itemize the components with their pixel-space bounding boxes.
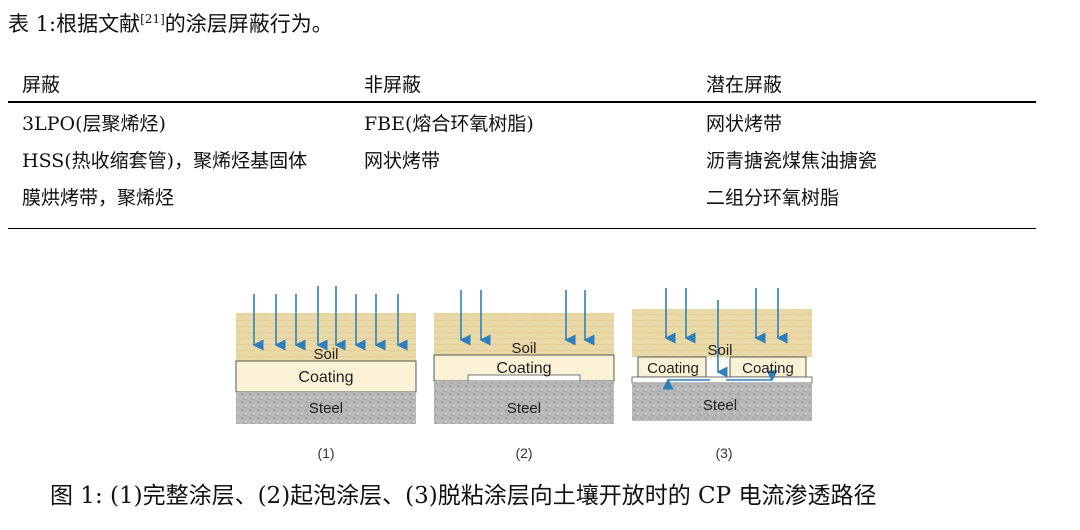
- table-row: 膜烘烤带，聚烯烃 二组分环氧树脂: [8, 183, 1036, 220]
- table-row: HSS(热收缩套管)，聚烯烃基固体 网状烤带 沥青搪瓷煤焦油搪瓷: [8, 146, 1036, 183]
- steel-label: Steel: [703, 397, 737, 414]
- table-cell: 3LPO(层聚烯烃): [22, 113, 166, 135]
- steel-layer: [434, 381, 614, 424]
- table-cell: FBE(熔合环氧树脂): [364, 113, 534, 135]
- coating-layer: [235, 360, 417, 393]
- table-cell: 二组分环氧树脂: [706, 187, 840, 209]
- panel-2-blistered-coating: Soil Coating Steel (2): [433, 290, 615, 461]
- coating-label: Coating: [496, 360, 551, 377]
- current-arrows: [662, 288, 788, 390]
- panel-label: (1): [317, 445, 334, 461]
- current-arrows: [252, 286, 408, 351]
- table-row: 3LPO(层聚烯烃) FBE(熔合环氧树脂) 网状烤带: [8, 109, 1036, 146]
- soil-label: Soil: [707, 342, 732, 359]
- table-cell: HSS(热收缩套管)，聚烯烃基固体: [22, 150, 308, 172]
- coating-label: Coating: [298, 369, 353, 386]
- soil-layer: [434, 313, 614, 355]
- table-cell: 沥青搪瓷煤焦油搪瓷: [706, 150, 878, 172]
- table-caption: 表 1:根据文献[21]的涂层屏蔽行为。: [8, 12, 333, 36]
- table-cell: 网状烤带: [364, 150, 441, 172]
- steel-label: Steel: [507, 400, 541, 417]
- panel-label: (3): [715, 445, 732, 461]
- header-potential-shielding: 潜在屏蔽: [706, 74, 783, 96]
- table-cell: 膜烘烤带，聚烯烃: [22, 187, 175, 209]
- table-cell: 网状烤带: [706, 113, 783, 135]
- panel-1-intact-coating: Soil Coating Steel (1): [235, 286, 417, 461]
- current-arrows: [459, 290, 595, 346]
- shielding-table: 屏蔽 非屏蔽 潜在屏蔽 3LPO(层聚烯烃) FBE(熔合环氧树脂) 网状烤带 …: [8, 64, 1036, 229]
- steel-layer: [236, 392, 416, 424]
- figure-caption: 图 1: (1)完整涂层、(2)起泡涂层、(3)脱粘涂层向土壤开放时的 CP 电…: [50, 483, 877, 509]
- header-shielding: 屏蔽: [22, 74, 61, 96]
- coating-label-right: Coating: [742, 360, 794, 377]
- header-non-shielding: 非屏蔽: [364, 74, 422, 96]
- panel-3-disbonded-coating: Soil Coating Coating Steel (3): [631, 288, 813, 461]
- soil-label: Soil: [511, 340, 536, 357]
- steel-layer: [632, 383, 812, 421]
- soil-label: Soil: [313, 346, 338, 363]
- panel-label: (2): [515, 445, 532, 461]
- coating-label-left: Coating: [647, 360, 699, 377]
- steel-label: Steel: [309, 400, 343, 417]
- soil-layer: [236, 313, 416, 361]
- disbond-gap: [631, 376, 813, 384]
- table-header-row: 屏蔽 非屏蔽 潜在屏蔽: [8, 64, 1036, 103]
